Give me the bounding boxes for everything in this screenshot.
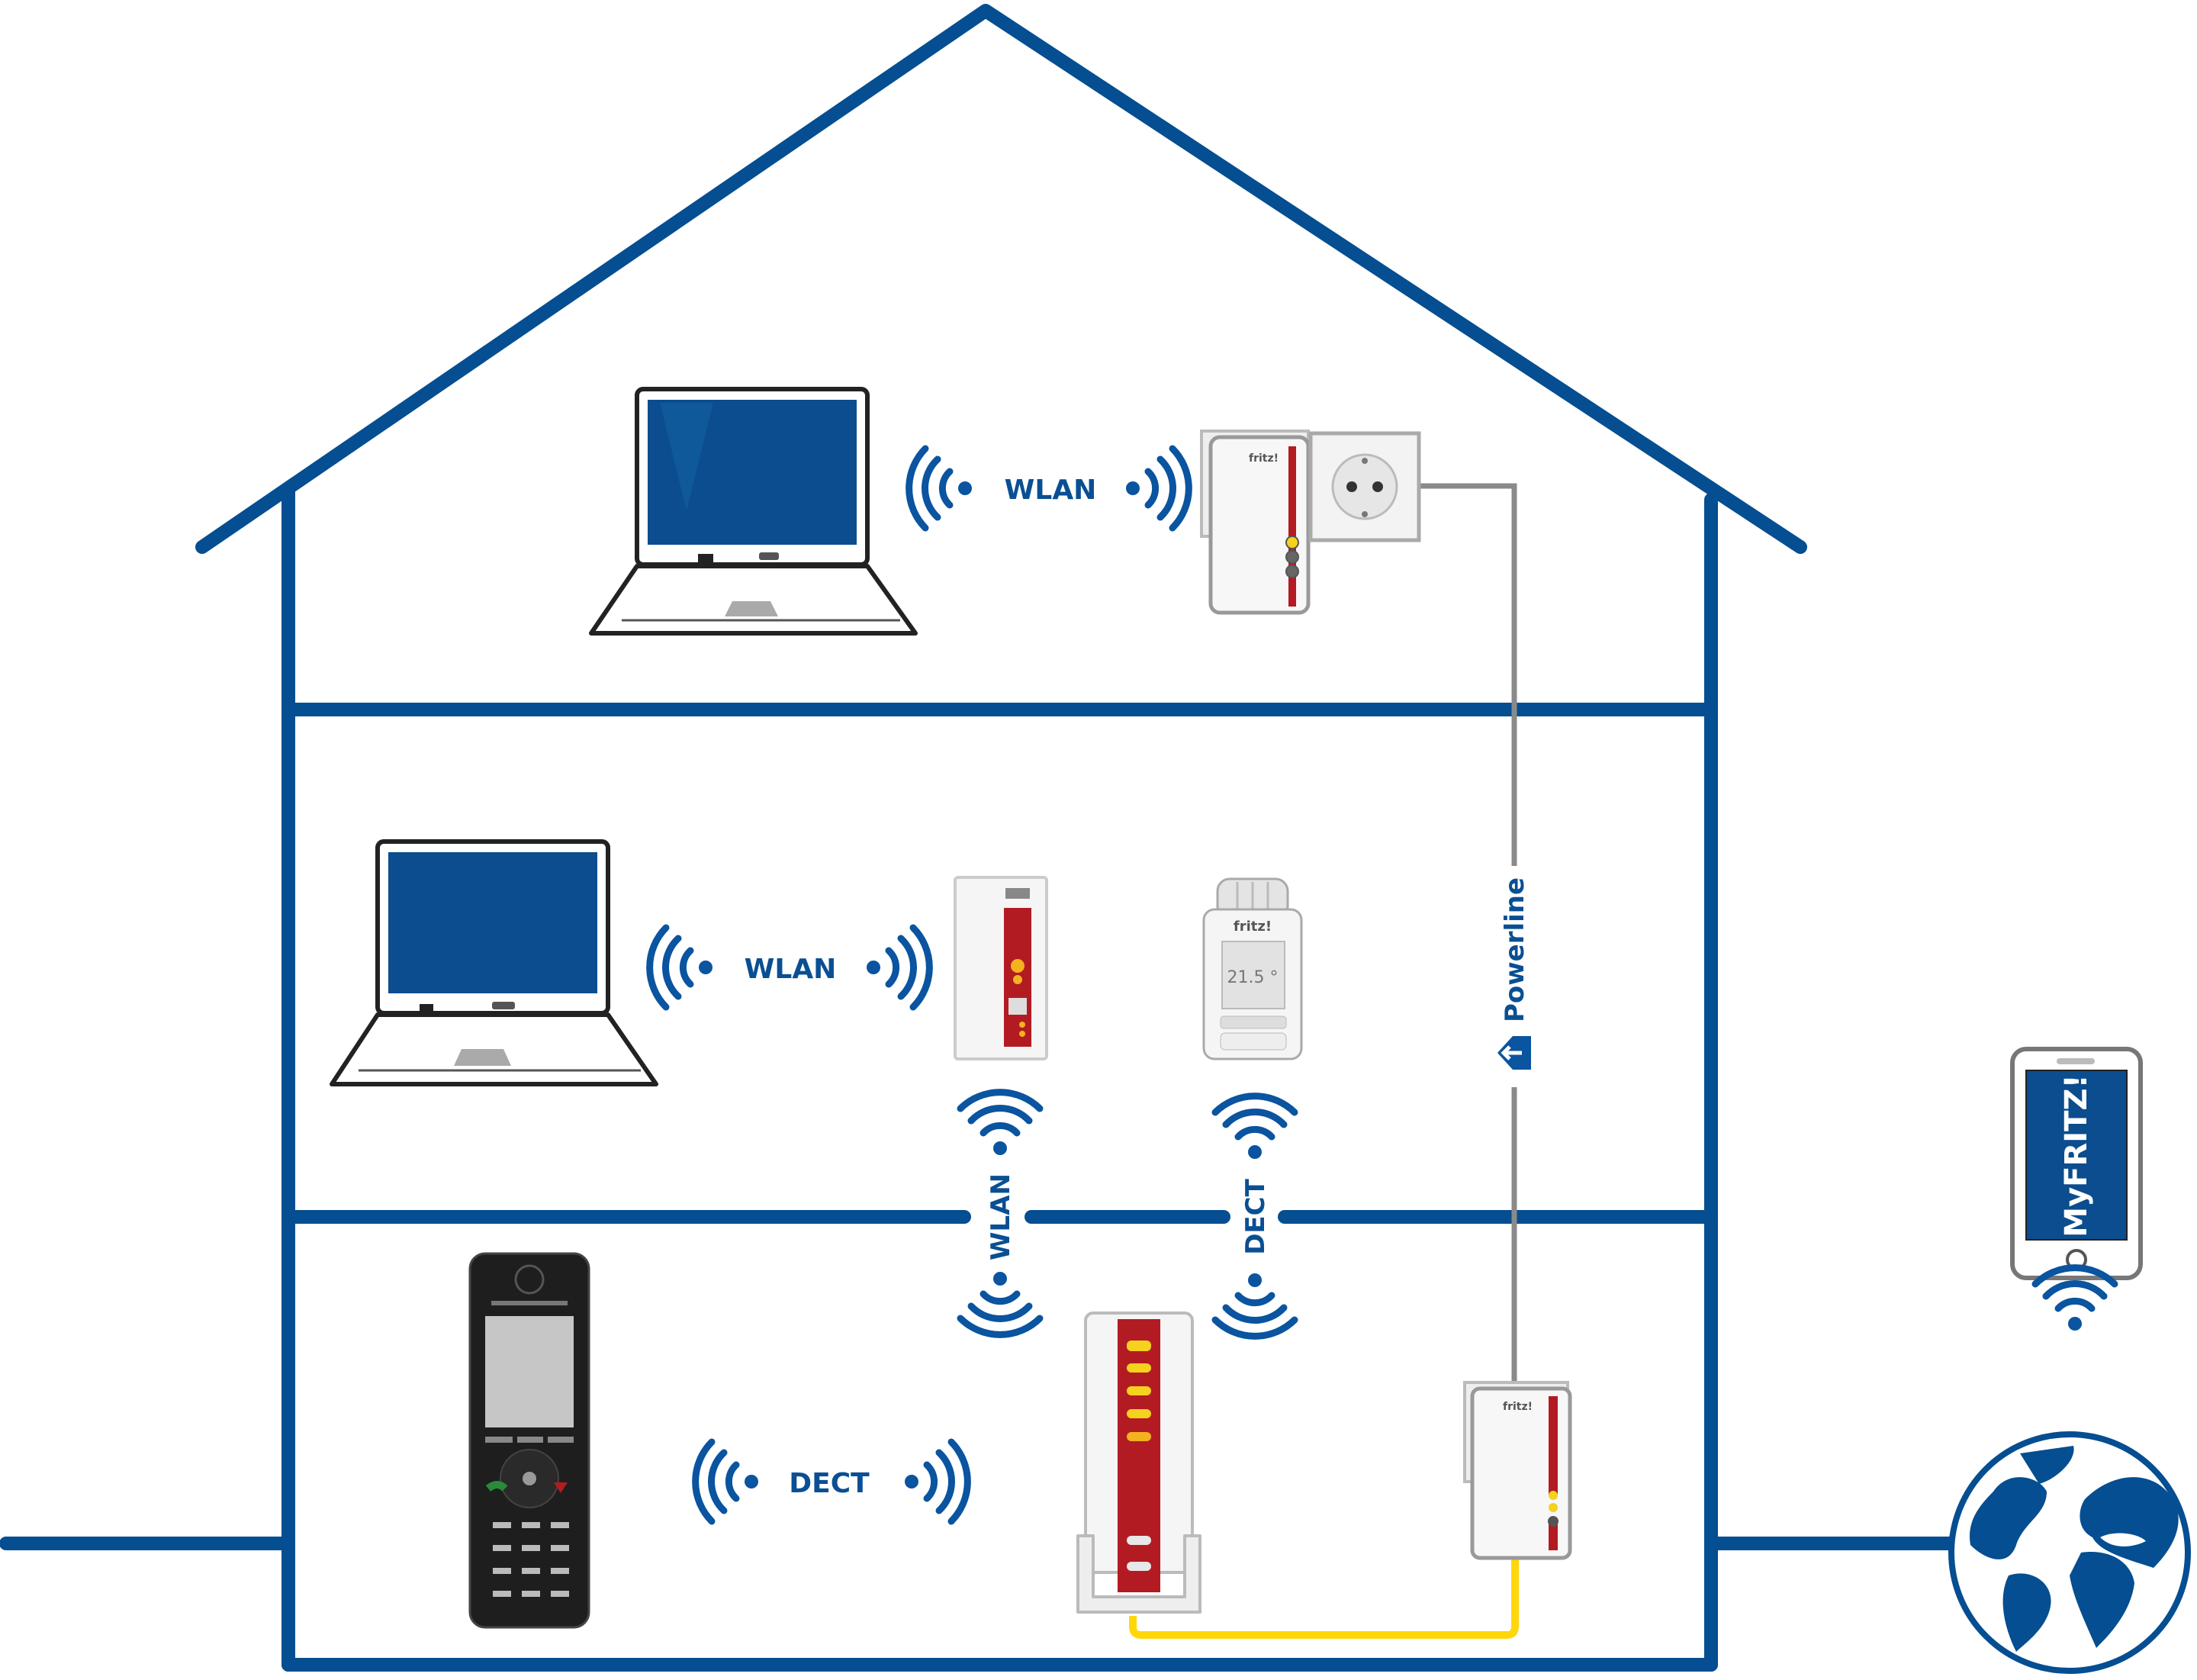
laptop-attic [589, 387, 918, 636]
dect-signal-icon [1215, 1096, 1295, 1159]
svg-text:fritz!: fritz! [1234, 919, 1272, 935]
wifi-signal-icon [909, 449, 972, 528]
wlan-repeater [954, 876, 1048, 1060]
wifi-signal-icon [650, 928, 712, 1007]
wlan-label: WLAN [1005, 475, 1097, 506]
house-outline [0, 4, 1960, 1672]
laptop-first-floor [330, 839, 658, 1086]
powerline-cable [1419, 483, 1517, 866]
myfritz-app-label: MyFRITZ! [2059, 1074, 2094, 1237]
wlan-label: WLAN [745, 954, 837, 985]
wlan-vertical-label: WLAN [986, 1173, 1016, 1260]
wifi-signal-icon [960, 1093, 1040, 1155]
powerline-adapter: fritz! [1463, 1381, 1572, 1560]
dect-signal-icon [1215, 1273, 1295, 1336]
dect-vertical-label: DECT [1240, 1178, 1271, 1254]
powerline-adapter-wlan: fritz! [1200, 430, 1311, 615]
fritzbox-router [1076, 1311, 1201, 1614]
laptop-screen [388, 852, 597, 993]
wall-socket [1308, 431, 1421, 542]
dect-label: DECT [789, 1468, 870, 1499]
smartphone-myfritz: MyFRITZ! [2010, 1047, 2143, 1280]
radiator-thermostat: fritz! 21.5 ° [1202, 877, 1303, 1060]
powerline-label: Powerline [1500, 877, 1530, 1022]
powerline-link: Powerline [1497, 877, 1531, 1070]
wifi-signal-icon [1126, 449, 1189, 528]
house-plug-icon [1497, 1036, 1531, 1070]
globe-icon [1948, 1431, 2191, 1674]
dect-link-ground-floor: DECT [696, 1442, 968, 1521]
wifi-signal-icon [867, 928, 929, 1007]
wlan-link-attic: WLAN [909, 449, 1189, 528]
svg-text:fritz!: fritz! [1503, 1401, 1533, 1413]
svg-text:fritz!: fritz! [1249, 452, 1279, 465]
wifi-signal-icon [960, 1272, 1040, 1334]
thermostat-display: 21.5 ° [1227, 968, 1279, 987]
lan-cable [1129, 1556, 1519, 1639]
dect-link-vertical: DECT [1215, 1096, 1295, 1337]
dect-signal-icon [696, 1442, 758, 1521]
roof [195, 4, 1807, 554]
dect-signal-icon [905, 1442, 967, 1521]
wlan-link-vertical: WLAN [960, 1093, 1040, 1335]
wlan-link-first-floor: WLAN [650, 928, 930, 1007]
dect-handset [468, 1252, 590, 1629]
